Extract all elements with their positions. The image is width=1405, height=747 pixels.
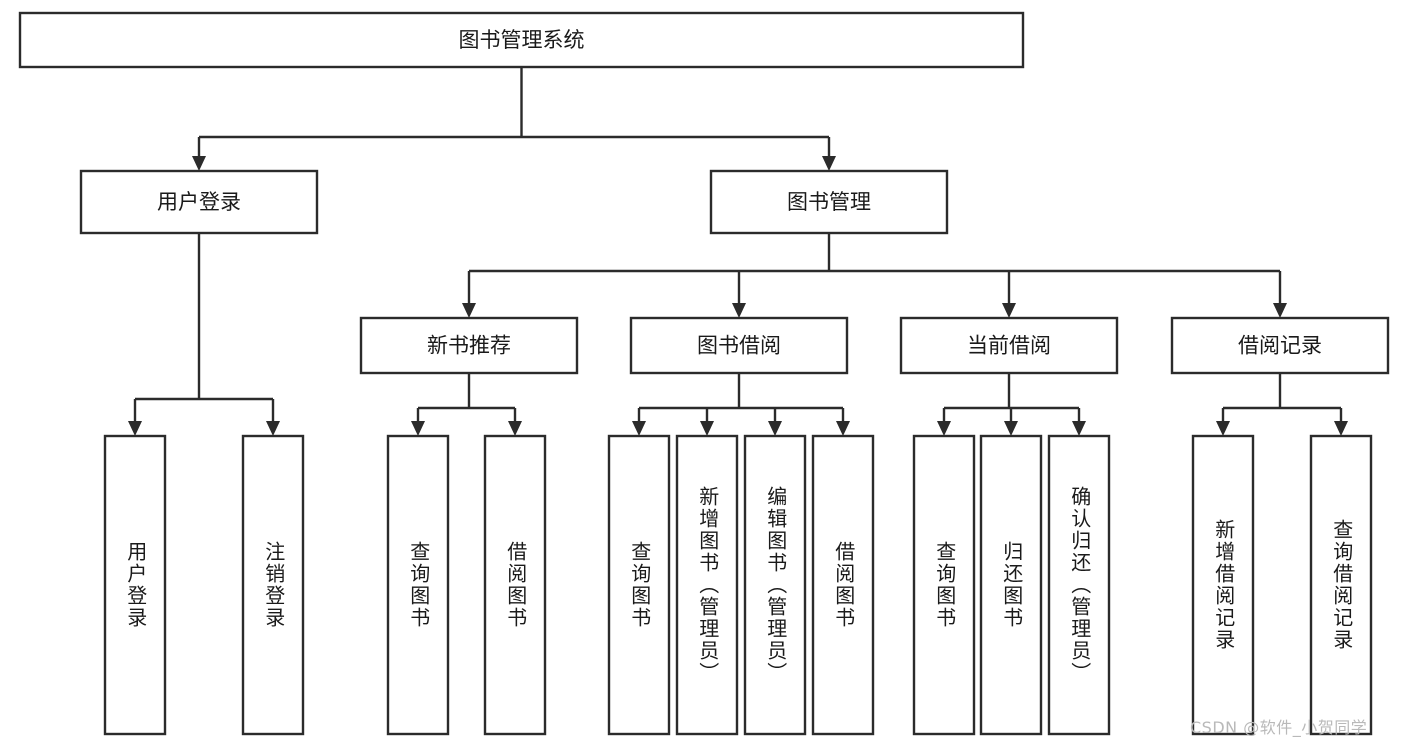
edge-new-book-arrow-0 xyxy=(411,421,425,436)
edge-book-borrow-arrow-1 xyxy=(700,421,714,436)
node-user-login-label: 用户登录 xyxy=(157,190,241,214)
node-borrow-record-label: 借阅记录 xyxy=(1238,334,1322,358)
edge-new-book-arrow-1 xyxy=(508,421,522,436)
node-book-manage-label: 图书管理 xyxy=(787,190,871,214)
node-book-manage-box[interactable] xyxy=(709,169,949,235)
node-leaf-user-logout-box[interactable] xyxy=(241,434,305,736)
node-leaf-return-book-box[interactable] xyxy=(979,434,1043,736)
node-leaf-query-book-current-box[interactable] xyxy=(912,434,976,736)
node-leaf-user-logout[interactable] xyxy=(241,434,305,736)
node-leaf-query-book-current[interactable] xyxy=(912,434,976,736)
node-book-borrow[interactable]: 图书借阅 xyxy=(629,316,849,375)
edge-book-borrow-arrow-0 xyxy=(632,421,646,436)
node-leaf-edit-book-box[interactable] xyxy=(743,434,807,736)
node-leaf-confirm-return[interactable] xyxy=(1047,434,1111,736)
node-current-borrow[interactable]: 当前借阅 xyxy=(899,316,1119,375)
node-current-borrow-label: 当前借阅 xyxy=(967,334,1051,358)
node-leaf-add-book[interactable] xyxy=(675,434,739,736)
edge-root-arrow-0 xyxy=(192,156,206,171)
node-leaf-query-book-borrow[interactable] xyxy=(607,434,671,736)
node-new-book-recommend[interactable]: 新书推荐 xyxy=(359,316,579,375)
edge-borrow-record-arrow-1 xyxy=(1334,421,1348,436)
edge-root-arrow-1 xyxy=(822,156,836,171)
node-borrow-record[interactable]: 借阅记录 xyxy=(1170,316,1390,375)
node-user-login[interactable]: 用户登录 xyxy=(79,169,319,235)
node-leaf-query-book-borrow-box[interactable] xyxy=(607,434,671,736)
node-borrow-record-box[interactable] xyxy=(1170,316,1390,375)
node-book-borrow-box[interactable] xyxy=(629,316,849,375)
node-leaf-borrow-book-recommend[interactable] xyxy=(483,434,547,736)
node-leaf-borrow-book[interactable] xyxy=(811,434,875,736)
node-leaf-user-login-box[interactable] xyxy=(103,434,167,736)
edge-book-borrow-arrow-2 xyxy=(768,421,782,436)
node-leaf-query-book-recommend[interactable] xyxy=(386,434,450,736)
node-leaf-add-book-box[interactable] xyxy=(675,434,739,736)
edge-current-borrow-arrow-2 xyxy=(1072,421,1086,436)
edge-book-manage-arrow-1 xyxy=(732,303,746,318)
node-leaf-add-borrow-record-box[interactable] xyxy=(1191,434,1255,736)
node-new-book-recommend-label: 新书推荐 xyxy=(427,334,511,358)
edge-book-borrow-arrow-3 xyxy=(836,421,850,436)
edge-borrow-record-arrow-0 xyxy=(1216,421,1230,436)
edge-user-login-arrow-0 xyxy=(128,421,142,436)
node-leaf-borrow-book-box[interactable] xyxy=(811,434,875,736)
edge-user-login-arrow-1 xyxy=(266,421,280,436)
node-user-login-box[interactable] xyxy=(79,169,319,235)
edge-book-manage-arrow-3 xyxy=(1273,303,1287,318)
node-leaf-query-borrow-record[interactable] xyxy=(1309,434,1373,736)
node-leaf-confirm-return-box[interactable] xyxy=(1047,434,1111,736)
connector-layer xyxy=(128,67,1348,436)
node-leaf-add-borrow-record[interactable] xyxy=(1191,434,1255,736)
node-leaf-query-borrow-record-box[interactable] xyxy=(1309,434,1373,736)
node-root[interactable]: 图书管理系统 xyxy=(18,11,1025,69)
node-root-label: 图书管理系统 xyxy=(459,28,585,52)
edge-current-borrow-arrow-0 xyxy=(937,421,951,436)
watermark: CSDN @软件_小贺同学 xyxy=(1190,718,1368,737)
node-book-borrow-label: 图书借阅 xyxy=(697,334,781,358)
node-leaf-user-login[interactable] xyxy=(103,434,167,736)
node-root-box[interactable] xyxy=(18,11,1025,69)
node-current-borrow-box[interactable] xyxy=(899,316,1119,375)
edge-book-manage-arrow-0 xyxy=(462,303,476,318)
node-leaf-edit-book[interactable] xyxy=(743,434,807,736)
node-book-manage[interactable]: 图书管理 xyxy=(709,169,949,235)
node-leaf-borrow-book-recommend-box[interactable] xyxy=(483,434,547,736)
edge-current-borrow-arrow-1 xyxy=(1004,421,1018,436)
node-leaf-query-book-recommend-box[interactable] xyxy=(386,434,450,736)
node-new-book-recommend-box[interactable] xyxy=(359,316,579,375)
edge-book-manage-arrow-2 xyxy=(1002,303,1016,318)
node-leaf-return-book[interactable] xyxy=(979,434,1043,736)
